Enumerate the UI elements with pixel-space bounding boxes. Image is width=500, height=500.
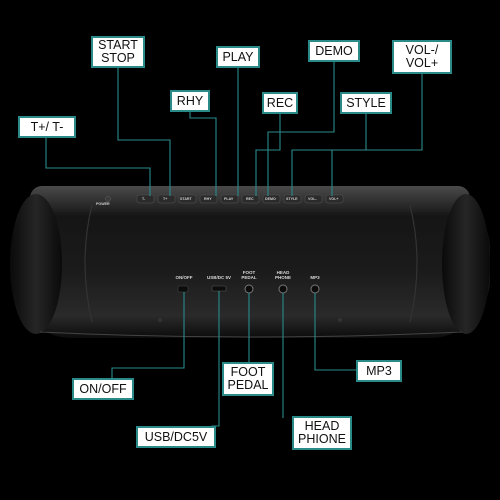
vol-down-key xyxy=(304,194,323,204)
tempo-down-label: T- xyxy=(142,197,146,201)
speaker-body xyxy=(12,190,490,338)
tempo-up-label: T+ xyxy=(163,197,168,201)
left-end-cap xyxy=(10,194,62,334)
start-stop-key xyxy=(178,194,197,204)
panel-label-on-off: ON/OFF xyxy=(175,275,193,280)
rec-label: REC xyxy=(246,197,254,201)
play-label: PLAY xyxy=(224,197,234,201)
panel-label-mp3: MP3 xyxy=(310,275,320,280)
callout-rhy: RHY xyxy=(170,90,210,112)
callout-start-stop: START STOP xyxy=(91,36,145,68)
tempo-down-key xyxy=(136,194,155,204)
callout-usb-dc5v: USB/DC5V xyxy=(136,426,216,448)
callout-vol: VOL-/ VOL+ xyxy=(392,40,452,74)
vol-down-label: VOL- xyxy=(308,197,317,201)
vol-up-label: VOL+ xyxy=(329,197,339,201)
power-led xyxy=(105,196,111,202)
button-row xyxy=(105,194,344,204)
power-label: POWER xyxy=(96,202,110,206)
vol-up-key xyxy=(325,194,344,204)
callout-head-phone: HEAD PHIONE xyxy=(292,416,352,450)
tempo-up-key xyxy=(157,194,176,204)
usb-port xyxy=(211,285,227,292)
callout-on-off: ON/OFF xyxy=(72,378,134,400)
demo-key xyxy=(262,194,281,204)
rec-key xyxy=(241,194,260,204)
callout-foot-pedal: FOOT PEDAL xyxy=(222,362,274,396)
rhy-key xyxy=(199,194,218,204)
rhy-label: RHY xyxy=(204,197,212,201)
bottom-rim xyxy=(39,331,463,338)
callout-play: PLAY xyxy=(216,46,260,68)
panel-label-head-phone: HEAD PHONE xyxy=(274,270,291,280)
panel-label-foot-pedal: FOOT PEDAL xyxy=(241,270,257,280)
demo-label: DEMO xyxy=(265,197,276,201)
right-grille-seam xyxy=(409,204,418,323)
foot-pedal-jack xyxy=(244,284,254,294)
mp3-jack xyxy=(310,284,320,294)
left-grille-seam xyxy=(84,204,93,323)
callout-rec: REC xyxy=(262,92,298,114)
leader-lines xyxy=(45,60,423,430)
start-stop-label: START xyxy=(180,197,192,201)
panel-label-usb: USB/DC 5V xyxy=(206,275,231,280)
headphone-jack xyxy=(278,284,288,294)
style-label: STYLE xyxy=(286,197,298,201)
on-off-switch xyxy=(177,285,189,293)
play-key xyxy=(220,194,239,204)
callout-mp3: MP3 xyxy=(356,360,402,382)
callout-style: STYLE xyxy=(340,92,392,114)
callout-demo: DEMO xyxy=(308,40,360,62)
right-end-cap xyxy=(442,194,490,334)
callout-tempo: T+/ T- xyxy=(18,116,76,138)
